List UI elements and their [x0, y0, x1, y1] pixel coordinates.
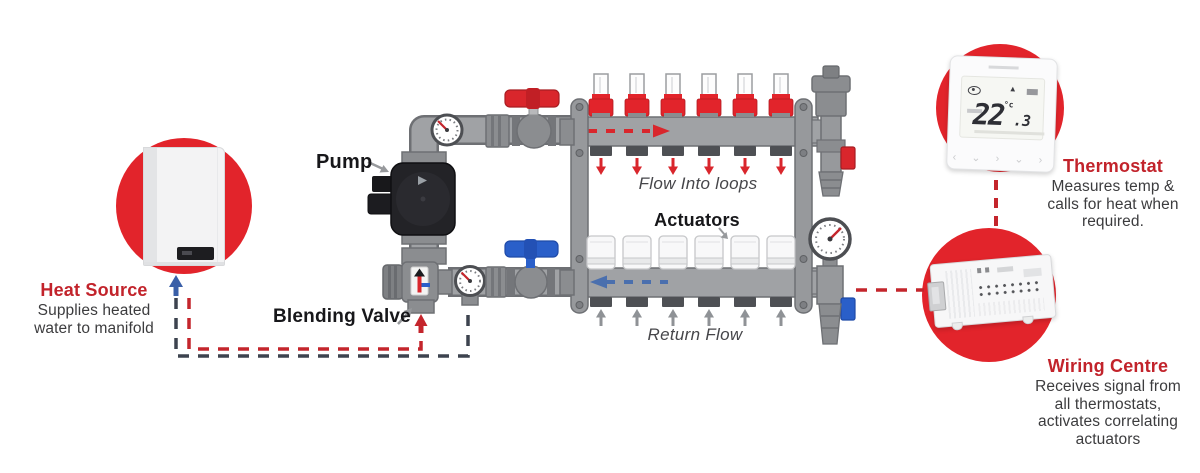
wiring-vents: [945, 268, 976, 319]
wiring-socket: [927, 281, 947, 312]
return-manifold-bar: [577, 267, 819, 298]
return-ball-valve: [504, 239, 575, 299]
boiler-control-panel: [177, 247, 214, 260]
supply-union-fitting: [485, 114, 510, 148]
boiler-seam: [217, 148, 218, 265]
blending-valve: [382, 247, 453, 314]
pump-label: Pump: [316, 151, 373, 173]
terminal-vents: [978, 297, 1045, 317]
return-flow-label: Return Flow: [647, 325, 743, 344]
supply-ball-valve: [504, 88, 575, 149]
return-union-fitting: [485, 266, 507, 298]
wiring-centre-label: Wiring Centre Receives signal from all t…: [1024, 356, 1192, 449]
status-led: [984, 267, 990, 273]
blending-valve-pointer-arrow: [397, 308, 412, 325]
heat-source-title: Heat Source: [40, 280, 148, 300]
wiring-label-strip: [996, 266, 1014, 273]
boiler-side-shading: [144, 148, 157, 265]
pump: [367, 151, 456, 245]
heat-source-label: Heat Source Supplies heated water to man…: [8, 280, 180, 337]
status-led: [976, 267, 982, 274]
supply-pressure-gauge: [430, 113, 464, 147]
mode-indicator: [1026, 88, 1038, 96]
thermostat-brand-mark: [988, 65, 1019, 70]
actuators-pointer-arrow: [718, 227, 728, 239]
thermostat-description: Measures temp & calls for heat when requ…: [1047, 178, 1179, 231]
pump-pointer-arrow: [367, 160, 389, 173]
heat-source-description: Supplies heated water to manifold: [34, 302, 154, 337]
manifold-gauge-drain: [808, 217, 856, 345]
terminal-dots: [976, 278, 1044, 298]
air-vent-assembly: [811, 65, 856, 197]
wiring-centre-title: Wiring Centre: [1047, 356, 1169, 376]
temperature-readout: 22°c.3: [972, 96, 1032, 133]
blending-valve-label: Blending Valve: [273, 306, 411, 327]
actuators-label: Actuators: [654, 210, 740, 230]
wiring-label-strip: [1023, 267, 1042, 278]
thermostat-title: Thermostat: [1062, 156, 1163, 176]
supply-flow-arrow: [588, 124, 670, 138]
supply-dashed-line: [187, 298, 428, 351]
return-dashed-line: [169, 275, 470, 358]
thermostat-screen: ▲ 22°c.3: [959, 75, 1046, 141]
return-pressure-gauge: [454, 265, 486, 306]
wiring-centre-description: Receives signal from all thermostats, ac…: [1035, 378, 1181, 448]
eye-icon: [967, 85, 981, 96]
return-flow-arrow: [590, 275, 668, 289]
thermostat-label: Thermostat Measures temp & calls for hea…: [1028, 156, 1198, 231]
flame-icon: ▲: [1008, 84, 1017, 94]
wiring-centre-device: [927, 253, 1057, 331]
manifold-brackets: [570, 98, 813, 314]
boiler-base: [144, 262, 224, 265]
boiler: [143, 147, 225, 266]
supply-flow-label: Flow Into loops: [638, 174, 758, 193]
